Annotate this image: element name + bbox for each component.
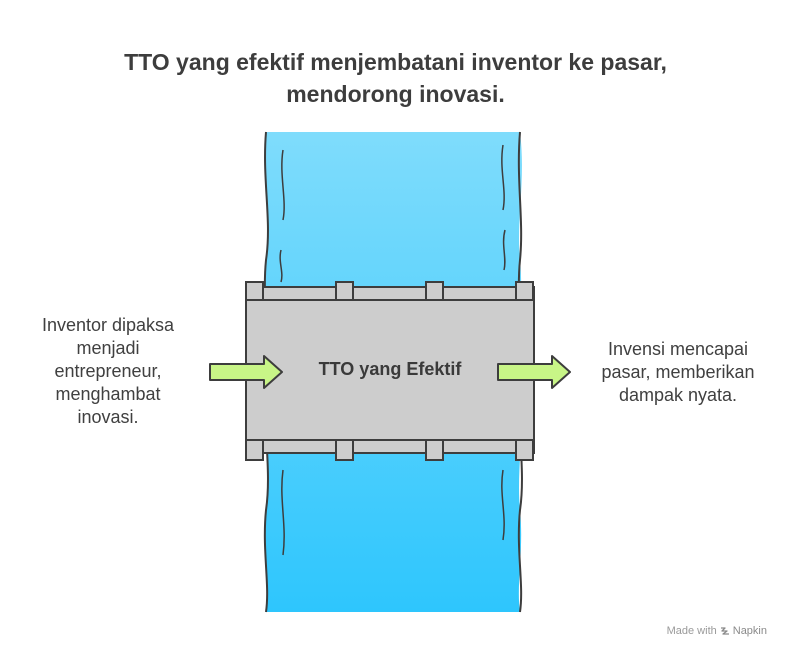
left-description-line: Inventor dipaksa xyxy=(41,315,175,335)
left-description-line: entrepreneur, xyxy=(54,361,162,381)
bridge-post xyxy=(245,281,264,301)
diagram-title: TTO yang efektif menjembatani inventor k… xyxy=(0,46,791,110)
left-description-line: menghambat xyxy=(55,384,161,404)
bridge-deck xyxy=(245,286,535,454)
arrow-right-icon xyxy=(497,355,571,389)
bridge-post xyxy=(425,439,444,461)
bridge-top-rail xyxy=(245,286,535,301)
bridge-post xyxy=(335,439,354,461)
right-description-line: Invensi mencapai xyxy=(607,339,749,359)
river-ripple xyxy=(279,249,283,283)
bridge-post xyxy=(335,281,354,301)
bridge-label: TTO yang Efektif xyxy=(318,359,462,379)
watermark-brand: Napkin xyxy=(732,625,767,637)
river-ripple xyxy=(502,229,506,271)
bridge-post xyxy=(425,281,444,301)
title-line-2: mendorong inovasi. xyxy=(286,81,505,107)
left-description: Inventor dipaksa menjadi entrepreneur, m… xyxy=(10,314,206,429)
left-description-line: inovasi. xyxy=(77,407,139,427)
bridge-post xyxy=(515,281,534,301)
river-ripple xyxy=(281,469,285,556)
arrow-right-icon xyxy=(209,355,283,389)
river-ripple xyxy=(501,469,505,541)
watermark: Made with Napkin xyxy=(667,625,767,637)
napkin-logo-icon xyxy=(720,627,729,635)
bridge-bottom-rail xyxy=(245,439,535,454)
right-description-line: pasar, memberikan xyxy=(601,362,755,382)
river-ripple xyxy=(501,144,505,211)
bridge-post xyxy=(515,439,534,461)
river-ripple xyxy=(281,149,285,221)
watermark-prefix: Made with xyxy=(666,625,717,637)
right-description-line: dampak nyata. xyxy=(618,385,738,405)
title-line-1: TTO yang efektif menjembatani inventor k… xyxy=(124,49,667,75)
left-description-line: menjadi xyxy=(76,338,140,358)
right-description: Invensi mencapai pasar, memberikan dampa… xyxy=(578,338,778,407)
bridge-post xyxy=(245,439,264,461)
